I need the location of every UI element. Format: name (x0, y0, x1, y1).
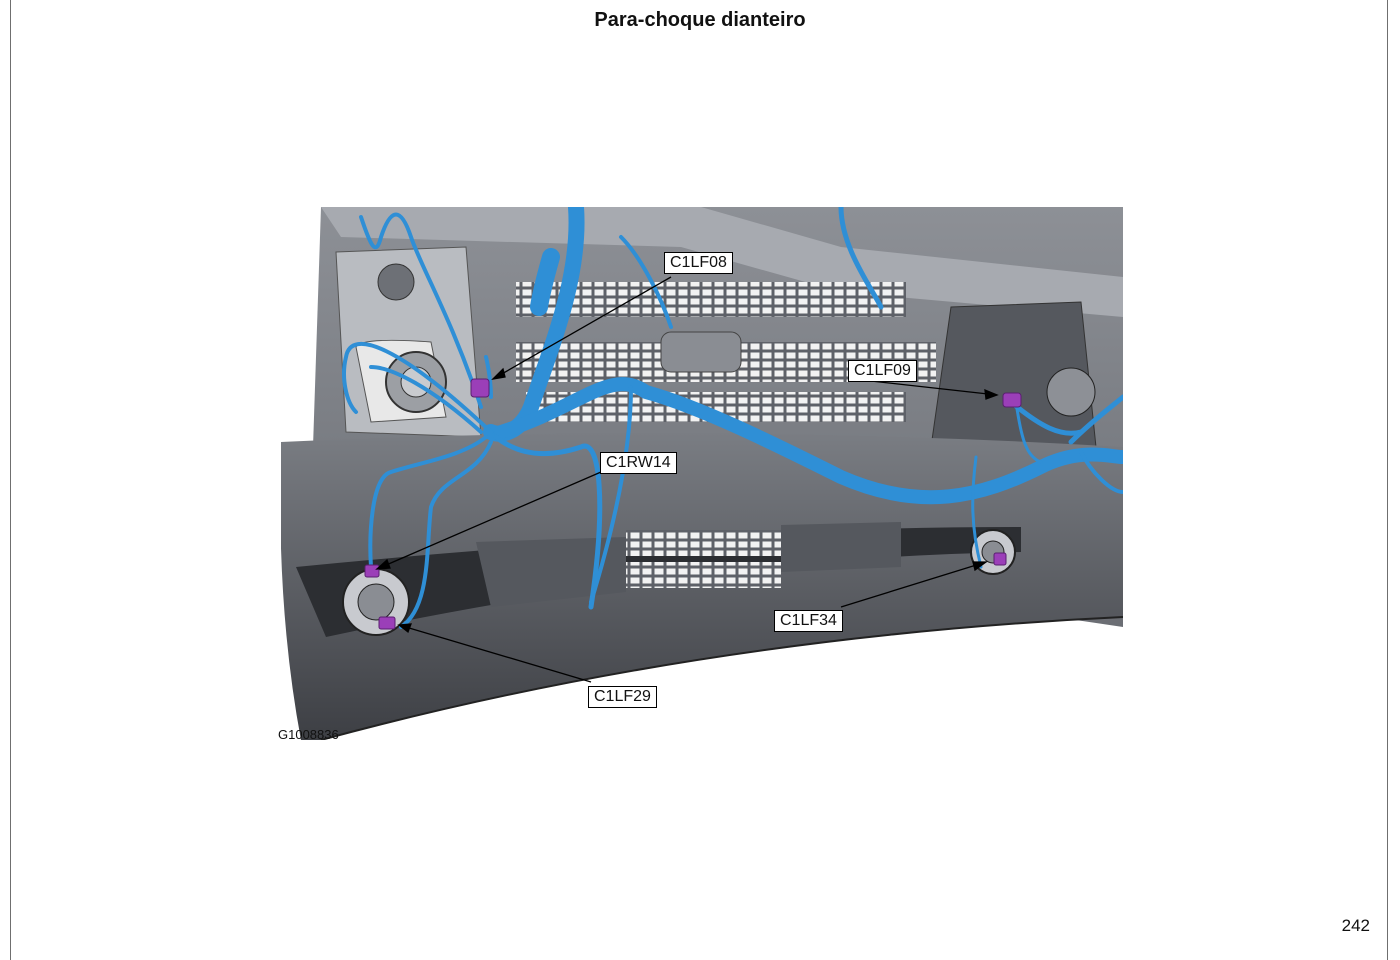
callout-c1lf08: C1LF08 (664, 252, 733, 274)
callout-c1lf09: C1LF09 (848, 360, 917, 382)
callout-c1rw14: C1RW14 (600, 452, 677, 474)
page-number: 242 (1341, 916, 1370, 935)
page-frame (10, 0, 1388, 960)
page-title: Para-choque dianteiro (594, 9, 806, 31)
callout-c1lf29: C1LF29 (588, 686, 657, 708)
figure-id: G1008836 (278, 727, 339, 742)
bumper-harness-illustration (281, 207, 1123, 740)
callout-c1lf34: C1LF34 (774, 610, 843, 632)
